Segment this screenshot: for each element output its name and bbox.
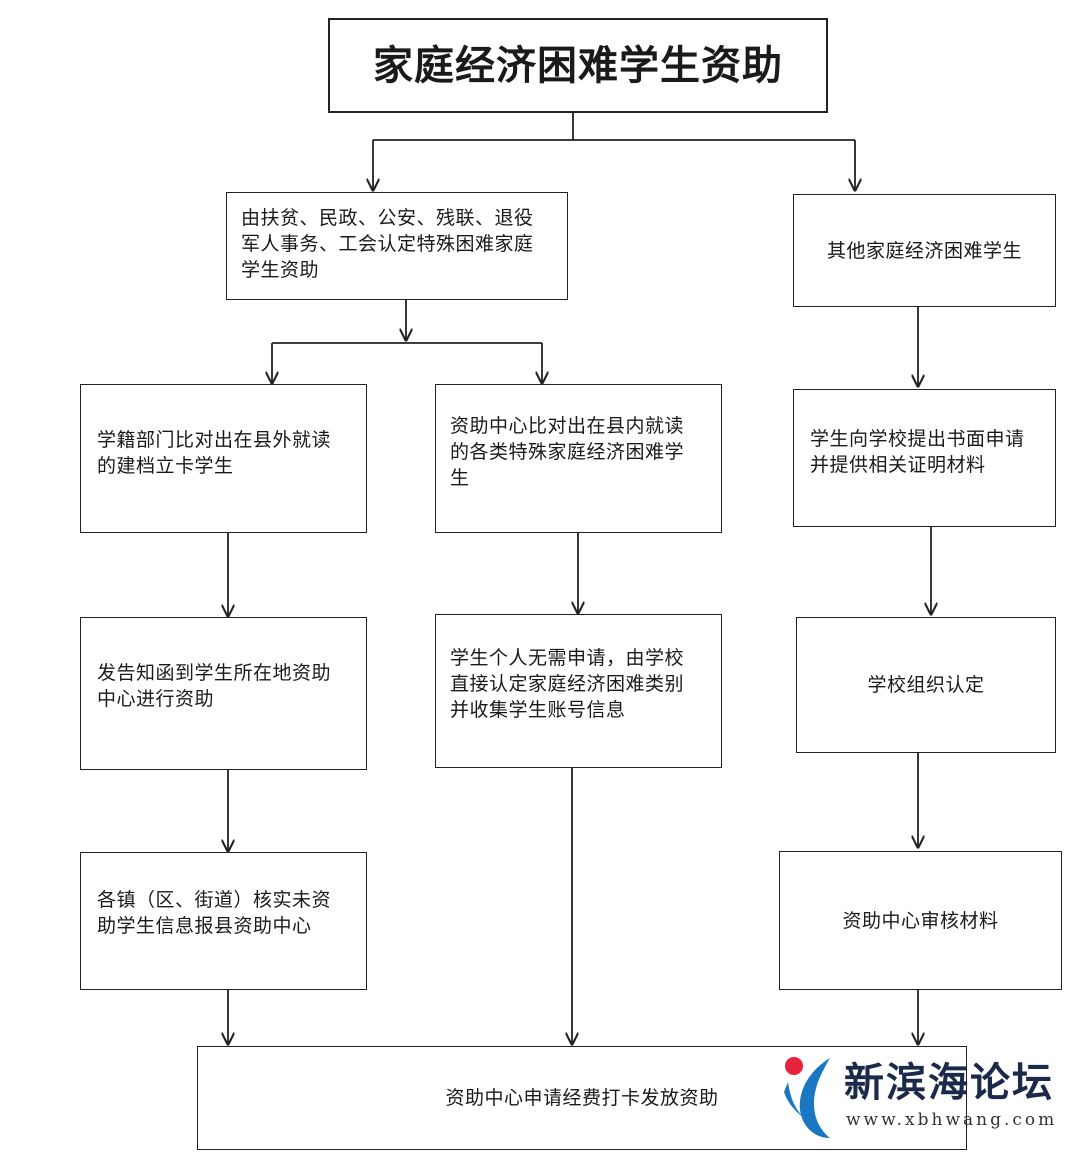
left-step1-text: 学籍部门比对出在县外就读 的建档立卡学生 — [97, 429, 332, 477]
mid-step2-box: 学生个人无需申请，由学校 直接认定家庭经济困难类别 并收集学生账号信息 — [435, 614, 722, 768]
left-step3-text: 各镇（区、街道）核实未资 助学生信息报县资助中心 — [97, 889, 332, 937]
right-step3-text: 资助中心审核材料 — [842, 909, 999, 932]
final-step-box: 资助中心申请经费打卡发放资助 — [197, 1046, 967, 1150]
flowchart-title-box: 家庭经济困难学生资助 — [328, 18, 828, 113]
left-step1-box: 学籍部门比对出在县外就读 的建档立卡学生 — [80, 384, 367, 533]
watermark: 新滨海论坛 www.xbhwang.com — [780, 1052, 1072, 1144]
forum-url: www.xbhwang.com — [846, 1110, 1058, 1130]
other-branch-box: 其他家庭经济困难学生 — [793, 194, 1056, 307]
final-step-text: 资助中心申请经费打卡发放资助 — [445, 1087, 719, 1109]
left-step2-box: 发告知函到学生所在地资助 中心进行资助 — [80, 617, 367, 770]
connector-title-split — [373, 113, 855, 141]
left-step3-box: 各镇（区、街道）核实未资 助学生信息报县资助中心 — [80, 852, 367, 990]
special-branch-box: 由扶贫、民政、公安、残联、退役 军人事务、工会认定特殊困难家庭 学生资助 — [226, 192, 568, 300]
right-step1-text: 学生向学校提出书面申请 并提供相关证明材料 — [810, 428, 1025, 476]
mid-step1-text: 资助中心比对出在县内就读 的各类特殊家庭经济困难学 生 — [450, 415, 685, 489]
left-step2-text: 发告知函到学生所在地资助 中心进行资助 — [97, 662, 332, 710]
right-step1-box: 学生向学校提出书面申请 并提供相关证明材料 — [793, 389, 1056, 527]
right-step3-box: 资助中心审核材料 — [779, 851, 1062, 990]
forum-logo-icon — [784, 1057, 830, 1138]
other-branch-text: 其他家庭经济困难学生 — [826, 239, 1022, 262]
right-step2-text: 学校组织认定 — [867, 674, 985, 696]
right-step2-box: 学校组织认定 — [796, 617, 1056, 753]
forum-name: 新滨海论坛 — [844, 1060, 1054, 1106]
mid-step1-box: 资助中心比对出在县内就读 的各类特殊家庭经济困难学 生 — [435, 384, 722, 533]
flowchart-title: 家庭经济困难学生资助 — [373, 42, 783, 89]
special-branch-text: 由扶贫、民政、公安、残联、退役 军人事务、工会认定特殊困难家庭 学生资助 — [241, 207, 534, 281]
mid-step2-text: 学生个人无需申请，由学校 直接认定家庭经济困难类别 并收集学生账号信息 — [450, 647, 685, 721]
